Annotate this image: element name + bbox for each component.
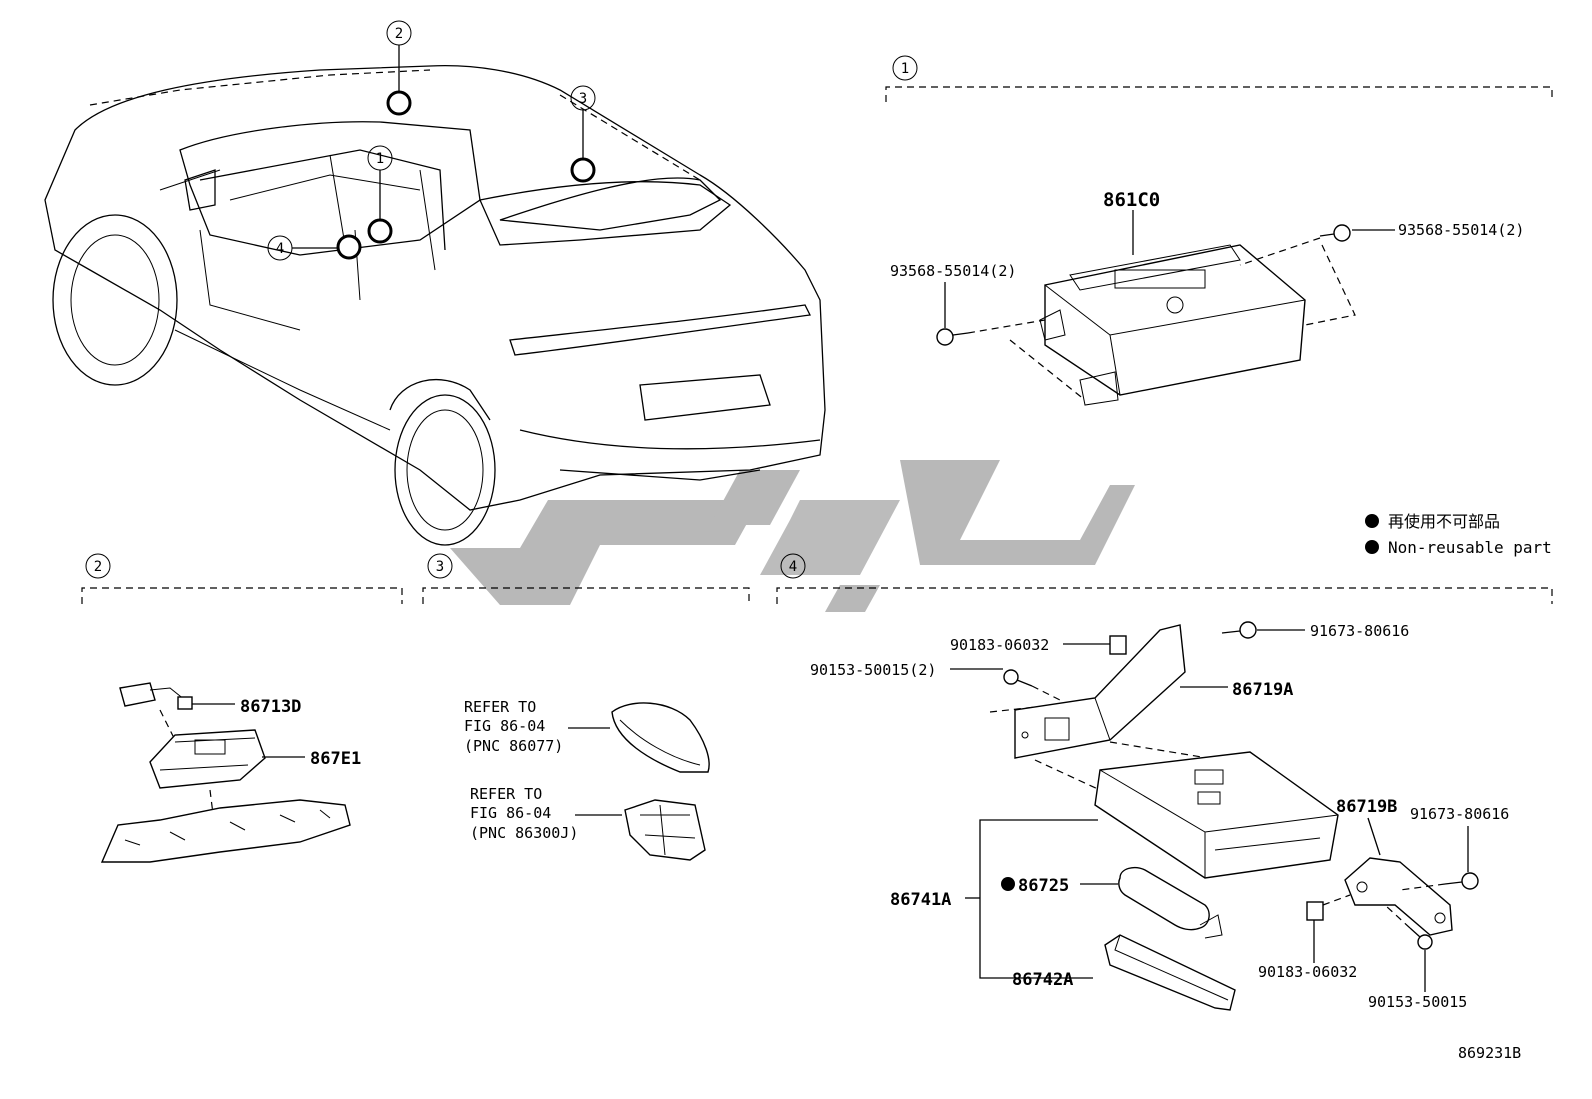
locator-marker-4: [336, 234, 362, 260]
screw-left-icon: [1003, 669, 1033, 687]
section-3: 3 REFER TO FIG 86-04 (PNC 86077) REFER T…: [422, 553, 750, 861]
svg-text:1: 1: [376, 151, 384, 167]
section-1: 1 861C0 93568-55014(2) 935: [885, 55, 1553, 406]
section-2: 2 86713D 867E1: [81, 553, 403, 863]
control-unit-drawing[interactable]: [1094, 751, 1339, 879]
label-86719b: 86719B: [1336, 797, 1397, 817]
non-reusable-dot-icon: [1365, 540, 1379, 554]
unit-867e1-drawing[interactable]: [149, 729, 266, 789]
label-clip-bottom: 90183-06032: [1258, 963, 1357, 981]
label-screw-bottom: 90153-50015: [1368, 993, 1467, 1011]
section-2-callout[interactable]: 2: [85, 553, 111, 579]
bracket-86719b-drawing[interactable]: [1344, 857, 1453, 936]
section-3-bracket: [422, 587, 750, 604]
section-1-callout[interactable]: 1: [892, 55, 918, 81]
label-86719a: 86719A: [1232, 680, 1293, 700]
bolt-left-icon: [936, 328, 969, 346]
label-867e1: 867E1: [310, 749, 361, 769]
locator-marker-1: [367, 218, 393, 244]
label-861c0: 861C0: [1103, 189, 1160, 211]
label-86741a: 86741A: [890, 890, 951, 910]
legend: 再使用不可部品 Non-reusable part: [1365, 512, 1552, 557]
section-3-callout[interactable]: 3: [427, 553, 453, 579]
refer2-line3: (PNC 86300J): [470, 824, 578, 842]
refer2-line2: FIG 86-04: [470, 804, 551, 822]
figure-number: 869231B: [1458, 1044, 1521, 1062]
clip-bottom-icon: [1306, 901, 1324, 921]
svg-text:2: 2: [94, 559, 102, 575]
section-4-bracket: [776, 587, 1553, 604]
module-861c0-drawing[interactable]: [1039, 244, 1306, 406]
legend-en: Non-reusable part: [1388, 538, 1552, 557]
label-86725: 86725: [1018, 876, 1069, 896]
locator-markers: [292, 45, 596, 260]
label-bolt-left: 93568-55014(2): [890, 262, 1016, 280]
non-reusable-dot-icon: [1365, 514, 1379, 528]
section-4: 4 90183-06032 91673-80616 90153-50015(2): [776, 553, 1553, 1011]
section-2-bracket: [81, 587, 403, 604]
svg-text:3: 3: [579, 91, 587, 107]
refer1-line2: FIG 86-04: [464, 717, 545, 735]
bolt-top-right-icon: [1221, 621, 1257, 639]
refer2-line1: REFER TO: [470, 785, 542, 803]
callout-3-top[interactable]: 3: [570, 85, 596, 111]
non-reusable-dot-icon: [1001, 877, 1015, 891]
label-86742a: 86742A: [1012, 970, 1073, 990]
bolt-right-s4-icon: [1444, 872, 1479, 890]
cover-86742a-drawing[interactable]: [1104, 934, 1236, 1011]
callout-4-top[interactable]: 4: [267, 235, 293, 261]
battery-86725-drawing[interactable]: [1118, 866, 1223, 939]
svg-text:3: 3: [436, 559, 444, 575]
label-bolt-right-s4: 91673-80616: [1410, 805, 1509, 823]
svg-text:1: 1: [901, 61, 909, 77]
svg-text:4: 4: [789, 559, 797, 575]
label-bolt-top-right: 91673-80616: [1310, 622, 1409, 640]
callout-1-top[interactable]: 1: [367, 145, 393, 171]
refer1-line1: REFER TO: [464, 698, 536, 716]
bolt-right-icon: [1319, 224, 1351, 242]
callout-2-top[interactable]: 2: [386, 20, 412, 46]
antenna-bracket-drawing[interactable]: [624, 799, 706, 861]
section-4-callout[interactable]: 4: [780, 553, 806, 579]
shark-fin-antenna-drawing[interactable]: [611, 702, 710, 773]
locator-marker-2: [386, 90, 412, 116]
refer1-line3: (PNC 86077): [464, 737, 563, 755]
locator-marker-3: [570, 157, 596, 183]
section-1-bracket: [885, 86, 1553, 102]
bracket-86719a-drawing[interactable]: [1014, 624, 1186, 759]
screw-bottom-icon: [1409, 927, 1433, 950]
clip-top-icon: [1109, 635, 1127, 655]
label-screw-left: 90153-50015(2): [810, 661, 936, 679]
label-bolt-right: 93568-55014(2): [1398, 221, 1524, 239]
label-clip-top: 90183-06032: [950, 636, 1049, 654]
label-86713d: 86713D: [240, 697, 301, 717]
svg-text:2: 2: [395, 26, 403, 42]
overhead-console-drawing[interactable]: [100, 799, 351, 863]
connector-86713d-drawing[interactable]: [119, 682, 193, 710]
legend-jp: 再使用不可部品: [1388, 512, 1500, 531]
svg-text:4: 4: [276, 241, 284, 257]
watermark-logo: [450, 460, 1135, 612]
vehicle-illustration: [44, 65, 826, 546]
